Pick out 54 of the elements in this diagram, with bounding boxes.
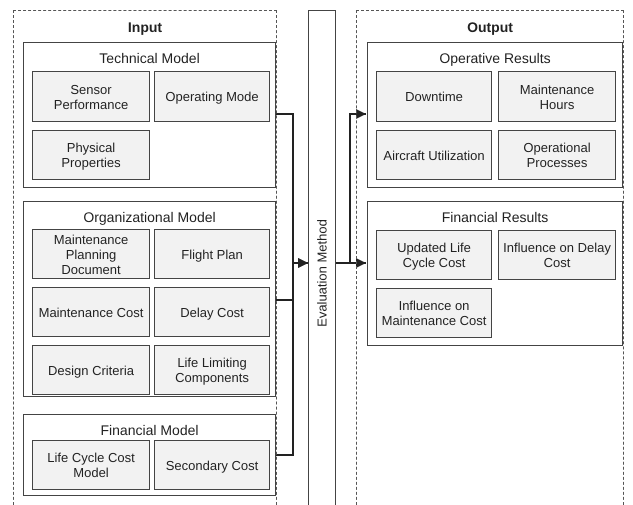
item-box (32, 71, 150, 122)
item-label: Delay Cost (179, 304, 245, 320)
item-label: Design Criteria (47, 362, 135, 378)
dashed-group (356, 10, 624, 505)
section-heading: Input (128, 18, 162, 37)
arrow (275, 258, 308, 456)
item-label: Maintenance Planning Document (52, 232, 130, 276)
item-box (498, 130, 616, 180)
item-box (376, 230, 492, 280)
item-label: Physical Properties (60, 140, 122, 170)
item-box (154, 440, 270, 490)
item-label: Maintenance Hours (518, 82, 596, 112)
item-box (376, 71, 492, 122)
item-box (154, 345, 270, 395)
model-box (23, 414, 276, 496)
arrow (336, 258, 366, 268)
item-box (498, 230, 616, 280)
section-heading: Output (467, 18, 513, 37)
item-label: Life Cycle Cost Model (46, 450, 136, 480)
item-box (376, 130, 492, 180)
item-box (32, 130, 150, 180)
item-label: Secondary Cost (164, 458, 260, 472)
item-label: Updated Life Cycle Cost (396, 240, 472, 270)
item-label: Influence on Delay Cost (502, 240, 612, 270)
item-label: Downtime (404, 89, 464, 104)
model-box (367, 42, 623, 188)
item-box (32, 345, 150, 395)
item-box (498, 71, 616, 122)
item-box (32, 440, 150, 490)
model-box (23, 201, 276, 397)
item-box (32, 287, 150, 337)
item-box (154, 287, 270, 337)
item-label: Influence on Maintenance Cost (380, 298, 488, 328)
dashed-group (13, 10, 277, 505)
group-heading: Financial Results (442, 208, 548, 227)
model-box (23, 42, 276, 188)
item-label: Maintenance Cost (38, 304, 144, 320)
item-box (154, 229, 270, 279)
item-label: Flight Plan (180, 246, 244, 262)
item-label: Sensor Performance (52, 82, 130, 112)
group-heading: Organizational Model (83, 208, 216, 227)
item-label: Life Limiting Components (174, 355, 250, 385)
item-box (154, 71, 270, 122)
item-label: Operating Mode (164, 89, 260, 104)
item-label: Aircraft Utilization (382, 148, 486, 162)
method-label: Evaluation Method (313, 219, 330, 327)
method-bar (308, 10, 336, 505)
item-label: Operational Processes (522, 140, 592, 170)
group-heading: Financial Model (100, 421, 199, 440)
group-heading: Technical Model (99, 49, 200, 68)
item-box (32, 229, 150, 279)
model-box (367, 201, 623, 346)
group-heading: Operative Results (439, 49, 551, 68)
item-box (376, 288, 492, 338)
